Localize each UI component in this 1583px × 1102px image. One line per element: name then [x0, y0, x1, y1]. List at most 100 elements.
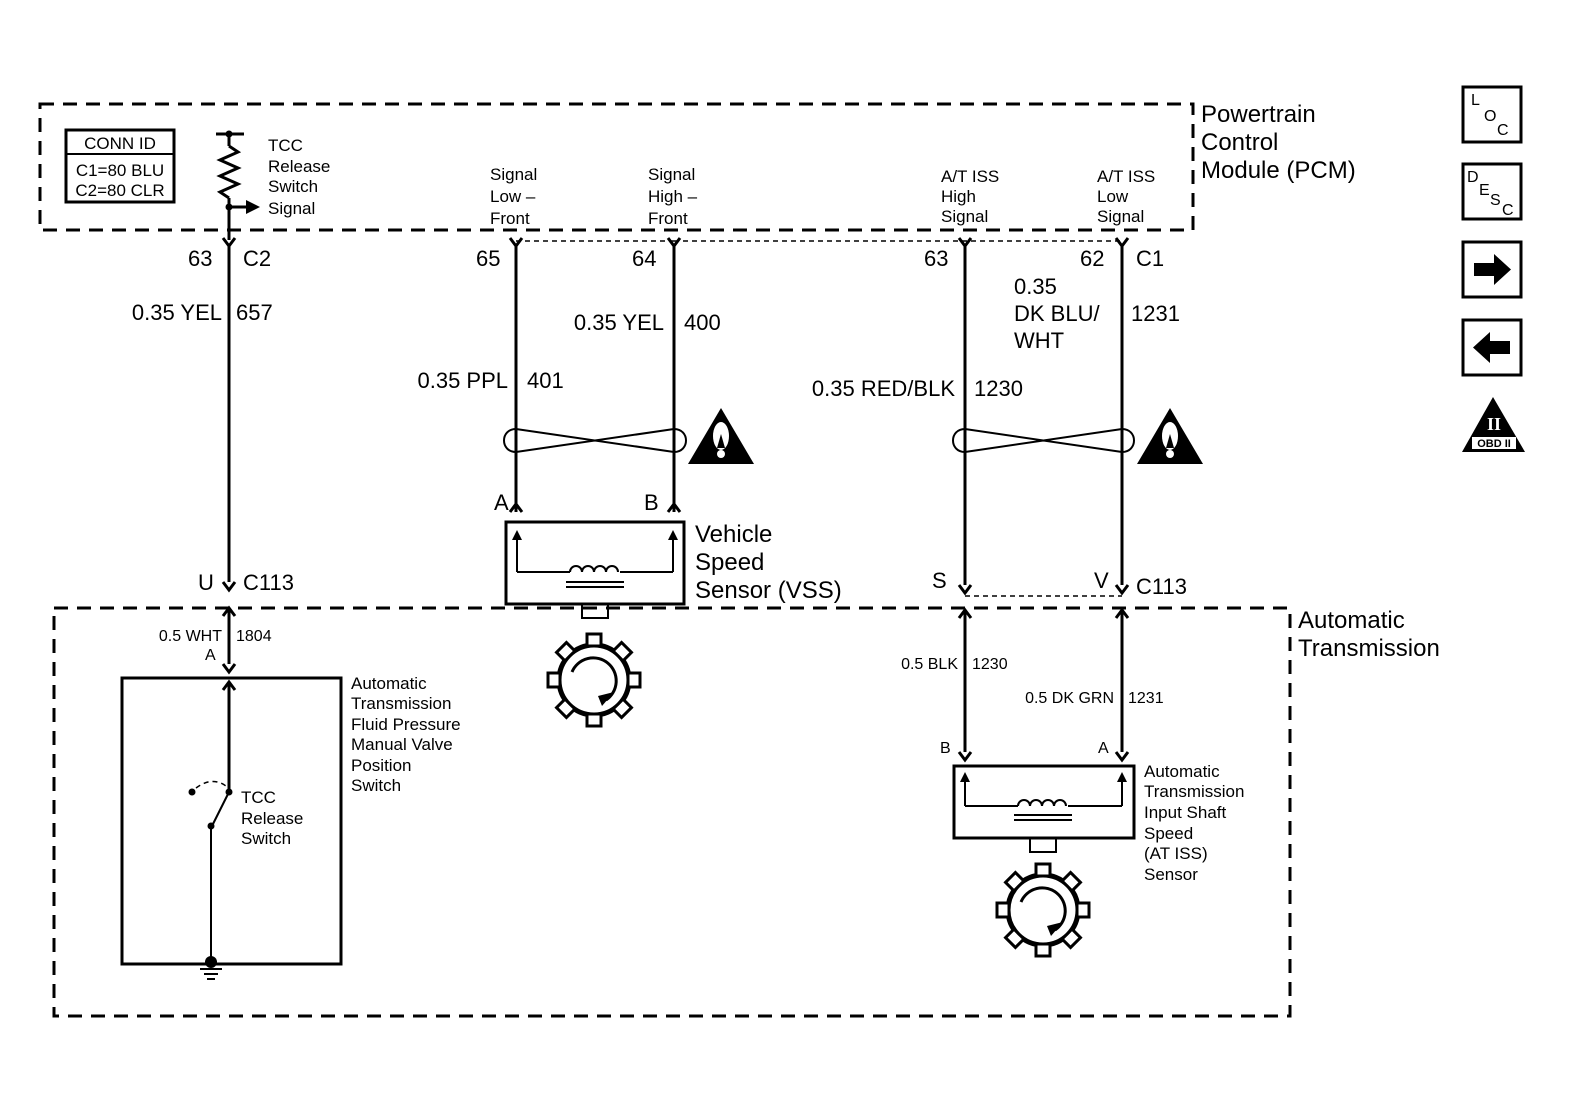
obd-ii-button[interactable]: II OBD II [1462, 397, 1525, 452]
pcm-title: Powertrain Control Module (PCM) [1201, 101, 1356, 184]
conn-id-box: CONN ID C1=80 BLU C2=80 CLR [64, 128, 176, 204]
tcc-signal-label: TCC Release Switch Signal [268, 136, 330, 218]
loc-button[interactable]: L O C [1461, 85, 1523, 144]
svg-text:Sensor (VSS): Sensor (VSS) [695, 577, 842, 604]
svg-text:Automatic: Automatic [1144, 762, 1220, 781]
arrow-right-icon [1474, 254, 1511, 285]
wire-1804-circuit: 1804 [236, 628, 272, 645]
wire-1230 [957, 237, 973, 763]
back-button[interactable] [1461, 318, 1523, 377]
wire-657-gauge: 0.35 YEL [132, 300, 222, 325]
obd-ii-icon: II OBD II [1462, 397, 1525, 452]
signal-low-front-label: Signal Low – Front [490, 165, 537, 228]
svg-text:S: S [1490, 192, 1501, 209]
pressure-switch-label: Automatic Transmission Fluid Pressure Ma… [351, 674, 461, 795]
vss-pin-b: B [644, 490, 659, 515]
connector-c1-label: C1 [1136, 246, 1164, 271]
svg-text:Control: Control [1201, 129, 1278, 156]
svg-text:Input Shaft: Input Shaft [1144, 803, 1227, 822]
wire-1231-circuit: 1231 [1131, 301, 1180, 326]
tcc-release-switch-label: TCC Release Switch [241, 788, 303, 848]
wire-401-circuit: 401 [527, 368, 564, 393]
vss-pin-a: A [494, 490, 509, 515]
twisted-pair-vss [503, 427, 687, 454]
c113-pin-v: V [1094, 568, 1109, 593]
iss-reluctor-wheel-icon [995, 862, 1091, 958]
svg-text:Switch: Switch [268, 177, 318, 196]
svg-text:Signal: Signal [1097, 207, 1144, 226]
twisted-pair-iss [952, 427, 1135, 454]
pcm-boundary [38, 102, 1195, 232]
svg-text:O: O [1484, 108, 1496, 125]
svg-text:C1=80 BLU: C1=80 BLU [76, 161, 164, 180]
svg-text:II: II [1487, 414, 1501, 434]
warning-icon-iss [1137, 408, 1203, 464]
svg-text:Fluid Pressure: Fluid Pressure [351, 715, 461, 734]
svg-text:A/T ISS: A/T ISS [1097, 167, 1155, 186]
pin-65: 65 [476, 246, 500, 271]
iss-high-label: A/T ISS High Signal [941, 167, 999, 226]
wire-1230-circuit: 1230 [974, 376, 1023, 401]
vss-label: Vehicle Speed Sensor (VSS) [695, 521, 842, 604]
next-button[interactable] [1461, 240, 1523, 299]
wire-1231b-circuit: 1231 [1128, 690, 1164, 707]
svg-text:Module (PCM): Module (PCM) [1201, 157, 1356, 184]
svg-text:Signal: Signal [941, 207, 988, 226]
c113-label-right: C113 [1136, 574, 1187, 599]
iss-pin-b: B [940, 740, 951, 757]
svg-text:Signal: Signal [268, 199, 315, 218]
svg-text:High: High [941, 187, 976, 206]
svg-text:TCC: TCC [241, 788, 276, 807]
svg-text:Transmission: Transmission [351, 694, 451, 713]
svg-text:Signal: Signal [648, 165, 695, 184]
svg-text:(AT ISS): (AT ISS) [1144, 844, 1208, 863]
wire-400-gauge: 0.35 YEL [574, 310, 664, 335]
svg-text:Front: Front [490, 209, 530, 228]
svg-text:D: D [1467, 169, 1479, 186]
svg-text:0.35: 0.35 [1014, 274, 1057, 299]
svg-text:C: C [1497, 122, 1509, 139]
svg-text:CONN ID: CONN ID [84, 134, 156, 153]
wire-1230-gauge: 0.35 RED/BLK [812, 376, 955, 401]
wire-1231b-gauge: 0.5 DK GRN [1025, 690, 1114, 707]
svg-text:Vehicle: Vehicle [695, 521, 772, 548]
iss-sensor-body [952, 764, 1136, 853]
connector-c2-label: C2 [243, 246, 271, 271]
svg-text:Speed: Speed [1144, 824, 1193, 843]
switch-pin-a: A [205, 647, 216, 664]
iss-pin-a: A [1098, 740, 1109, 757]
pressure-switch-box [120, 676, 343, 980]
svg-text:Signal: Signal [490, 165, 537, 184]
svg-text:Low –: Low – [490, 187, 536, 206]
svg-text:Sensor: Sensor [1144, 865, 1198, 884]
iss-low-label: A/T ISS Low Signal [1097, 167, 1155, 226]
svg-text:Automatic: Automatic [1298, 607, 1405, 634]
svg-text:L: L [1471, 92, 1480, 109]
tcc-pullup-resistor [216, 130, 260, 240]
warning-icon-vss [688, 408, 754, 464]
svg-text:Automatic: Automatic [351, 674, 427, 693]
transmission-title: Automatic Transmission [1298, 607, 1440, 662]
desc-button[interactable]: D E S C [1461, 162, 1523, 221]
svg-text:OBD II: OBD II [1477, 438, 1511, 450]
wire-1230b-gauge: 0.5 BLK [901, 656, 958, 673]
vss-sensor-body [504, 520, 686, 619]
svg-text:C: C [1502, 202, 1514, 219]
svg-text:Transmission: Transmission [1298, 635, 1440, 662]
svg-text:A/T ISS: A/T ISS [941, 167, 999, 186]
wire-1804-gauge: 0.5 WHT [159, 628, 222, 645]
svg-text:High –: High – [648, 187, 698, 206]
svg-text:C2=80 CLR: C2=80 CLR [75, 181, 164, 200]
svg-text:Release: Release [268, 157, 330, 176]
svg-text:Position: Position [351, 756, 411, 775]
svg-text:Release: Release [241, 809, 303, 828]
pin-63-c2: 63 [188, 246, 212, 271]
svg-text:Speed: Speed [695, 549, 764, 576]
wire-400-circuit: 400 [684, 310, 721, 335]
c113-pin-u: U [198, 570, 214, 595]
wire-1230b-circuit: 1230 [972, 656, 1008, 673]
signal-high-front-label: Signal High – Front [648, 165, 698, 228]
pin-64: 64 [632, 246, 656, 271]
pin-62: 62 [1080, 246, 1104, 271]
